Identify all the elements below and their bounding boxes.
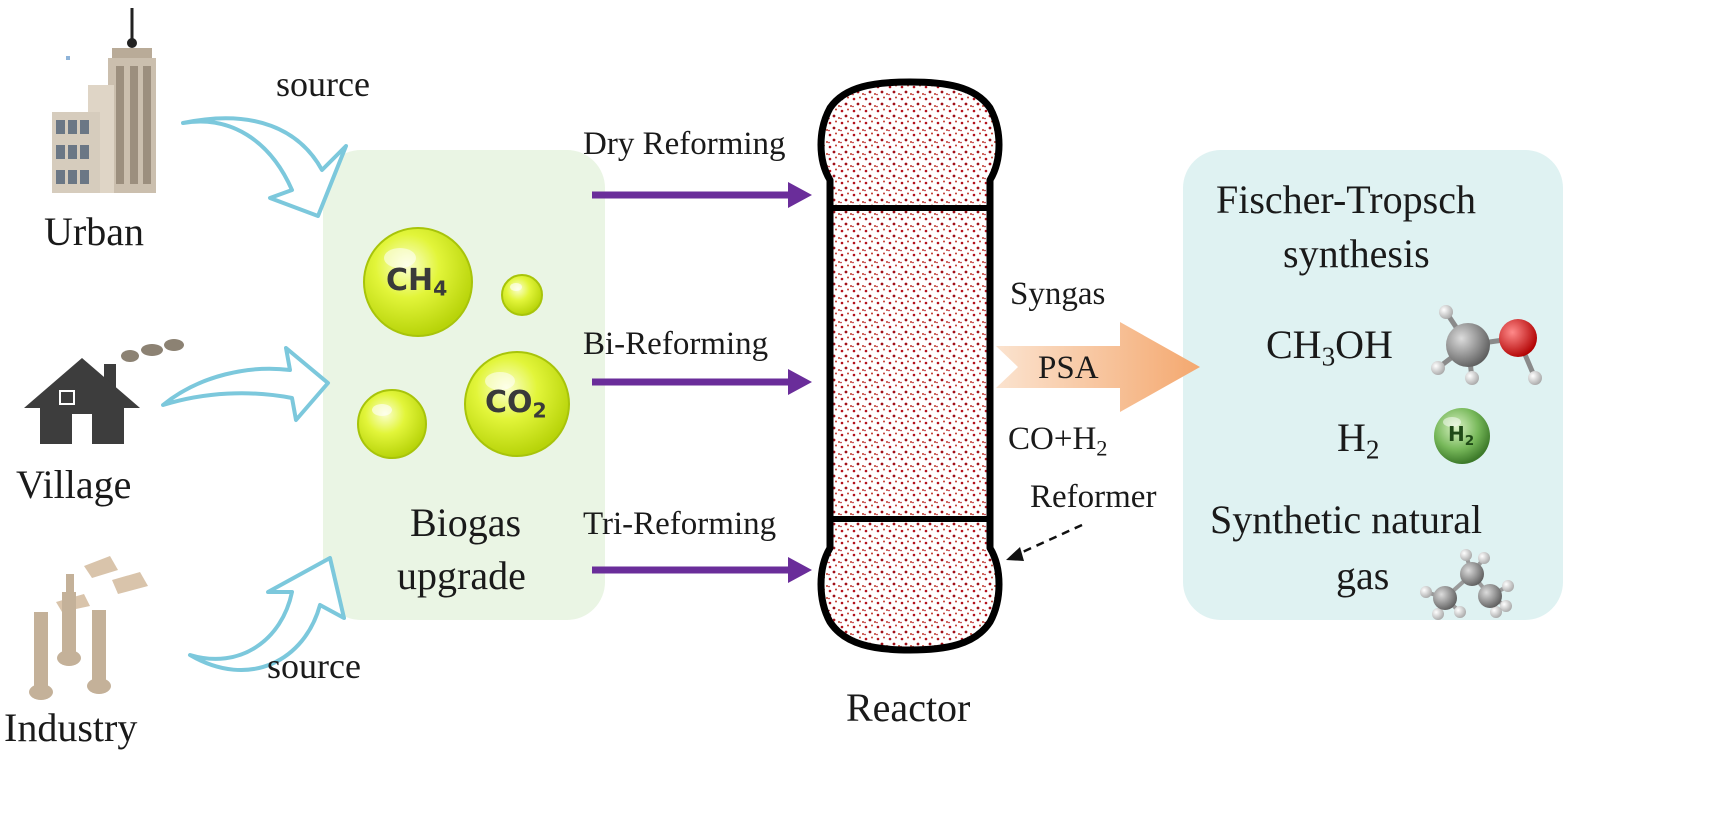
synthetic-natural-gas-line2: gas	[1336, 553, 1390, 598]
ch4-bubble-label: CH4	[386, 263, 447, 299]
co2-bubble	[464, 351, 570, 457]
co-h2-subscript: 2	[1096, 435, 1108, 461]
co2-bubble-label: CO2	[485, 385, 547, 421]
co-h2-text: CO+H	[1008, 421, 1097, 457]
co2-subscript: 2	[532, 398, 547, 423]
synthetic-natural-gas-line1: Synthetic natural	[1210, 497, 1483, 542]
ch4-text: CH	[386, 263, 434, 298]
methanol-label: CH3OH	[1266, 322, 1393, 371]
h2-ball-subscript: 2	[1464, 432, 1475, 449]
tri-reforming-label: Tri-Reforming	[583, 506, 777, 542]
industry-factory-icon	[29, 556, 148, 700]
methanol-text-a: CH	[1266, 322, 1322, 367]
small-bubble-2	[357, 389, 427, 459]
urban-label: Urban	[44, 209, 144, 254]
h2-ball-text: H	[1448, 422, 1465, 446]
source-arrow-middle	[161, 346, 330, 422]
h2-text: H	[1337, 415, 1366, 460]
source-arrow-top	[181, 116, 348, 218]
methanol-subscript: 3	[1321, 341, 1336, 372]
methanol-text-b: OH	[1335, 322, 1393, 367]
syngas-label: Syngas	[1010, 276, 1106, 312]
psa-label: PSA	[1038, 350, 1099, 386]
bi-reforming-arrow	[592, 369, 812, 395]
ch4-bubble	[363, 227, 473, 337]
biogas-label-line2: upgrade	[397, 553, 526, 598]
methanol-molecule-icon	[1431, 305, 1542, 385]
source-bottom-label: source	[267, 646, 361, 686]
biogas-label-line1: Biogas	[410, 500, 522, 545]
h2-ball-label: H2	[1448, 422, 1474, 448]
reactor-vessel	[817, 78, 1003, 654]
h2-ball-icon	[1434, 408, 1490, 464]
village-label: Village	[16, 462, 132, 507]
industry-label: Industry	[4, 705, 138, 750]
urban-building-icon	[52, 8, 156, 193]
fischer-tropsch-line2: synthesis	[1283, 231, 1430, 276]
dry-reforming-label: Dry Reforming	[583, 126, 786, 162]
reformer-return-arrow	[1006, 523, 1083, 561]
reactor-label: Reactor	[846, 685, 971, 730]
tri-reforming-arrow	[592, 557, 812, 583]
source-arrow-bottom	[188, 556, 346, 673]
co-h2-label: CO+H2	[1008, 421, 1108, 460]
village-house-icon	[24, 339, 184, 444]
reformer-label: Reformer	[1030, 479, 1157, 515]
co2-text: CO	[485, 385, 533, 420]
source-top-label: source	[276, 64, 370, 104]
fischer-tropsch-line1: Fischer-Tropsch	[1216, 177, 1476, 222]
natural-gas-molecule-icon	[1420, 549, 1514, 620]
small-bubble-1	[501, 274, 543, 316]
h2-label: H2	[1337, 415, 1379, 464]
ch4-subscript: 4	[433, 276, 448, 301]
dry-reforming-arrow	[592, 182, 812, 208]
psa-arrow	[996, 322, 1200, 412]
products-box	[1183, 150, 1563, 620]
h2-subscript: 2	[1365, 434, 1380, 465]
bi-reforming-label: Bi-Reforming	[583, 326, 769, 362]
